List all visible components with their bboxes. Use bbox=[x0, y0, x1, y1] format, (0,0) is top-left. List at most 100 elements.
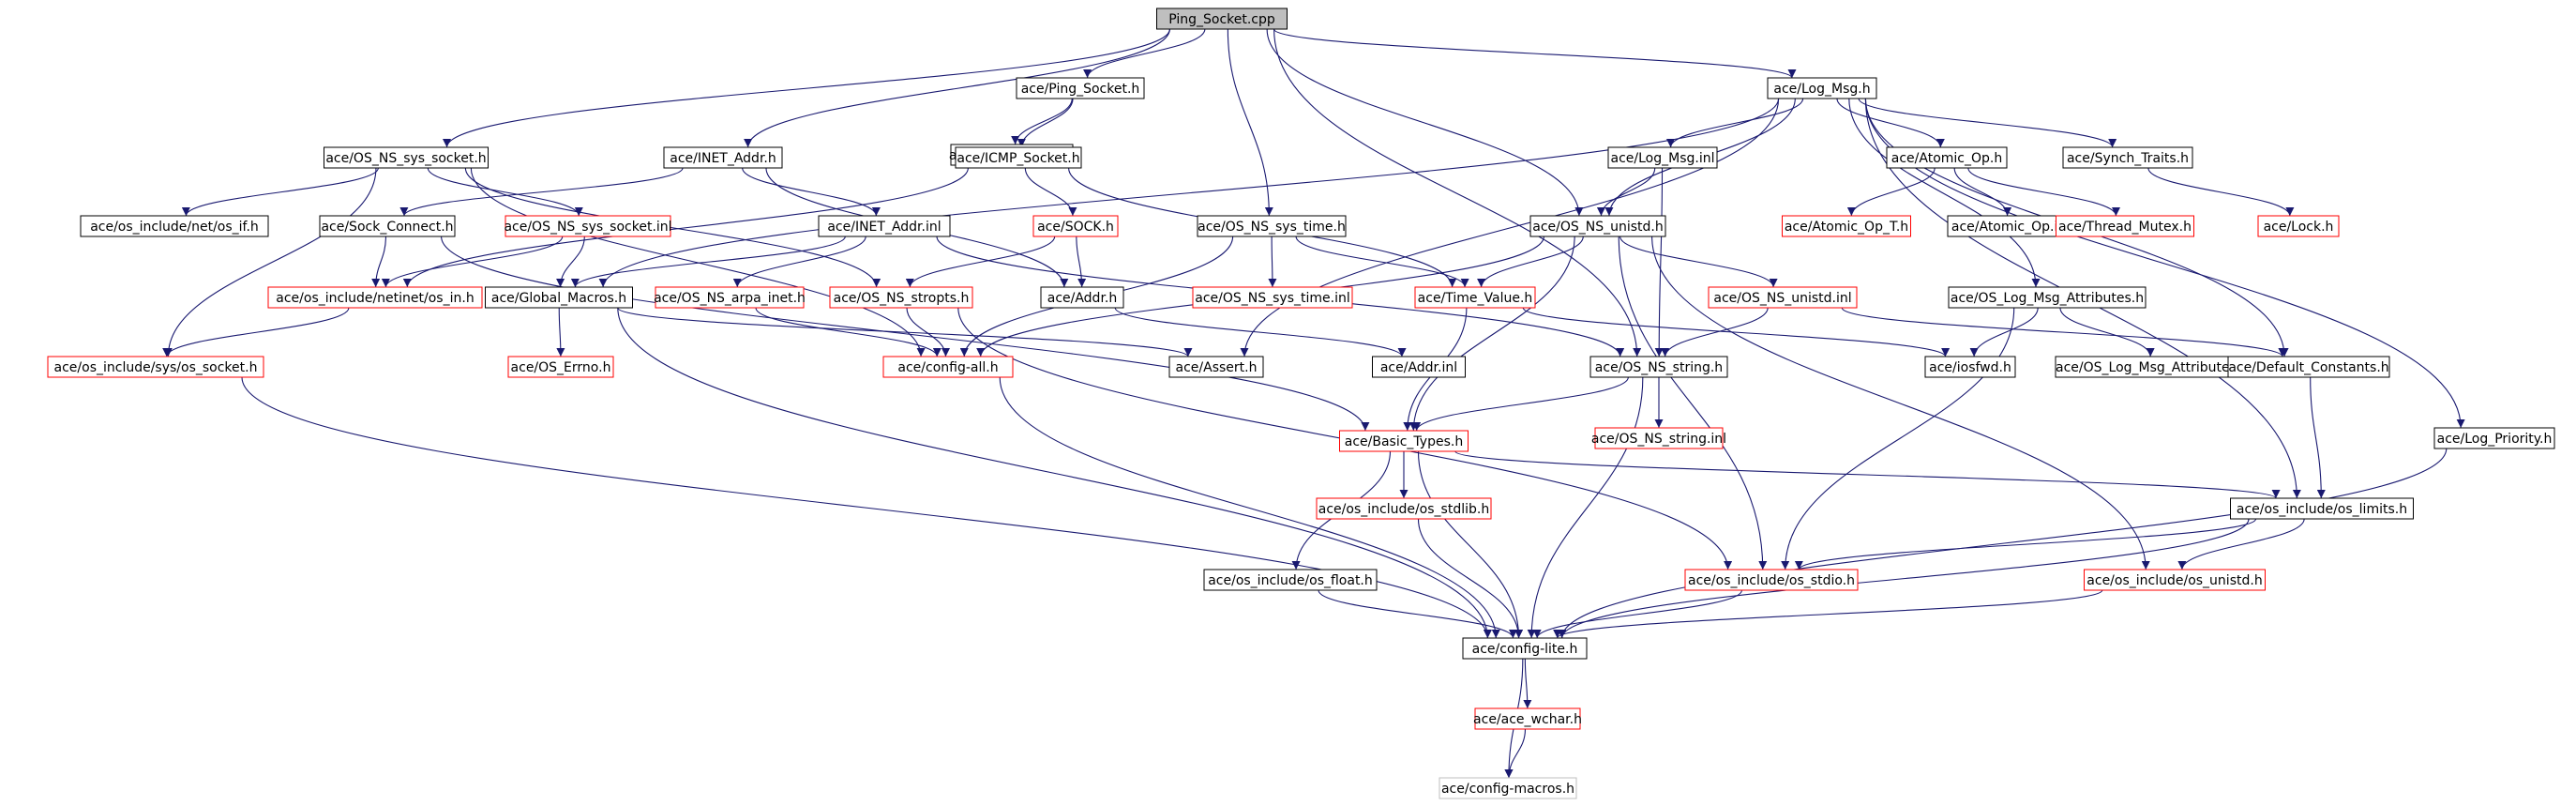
file-node[interactable]: ace/os_include/net/os_if.h bbox=[80, 215, 269, 237]
node-label[interactable]: ace/OS_NS_sys_time.h bbox=[1198, 220, 1346, 235]
node-label[interactable]: ace/Basic_Types.h bbox=[1345, 434, 1463, 449]
node-label[interactable]: ace/Addr.inl bbox=[1380, 360, 1457, 375]
node-box[interactable] bbox=[267, 286, 483, 309]
node-box[interactable] bbox=[1168, 356, 1264, 378]
node-box[interactable] bbox=[1767, 77, 1877, 99]
node-box[interactable] bbox=[955, 146, 1082, 169]
file-node[interactable]: ace/Log_Msg.h bbox=[1767, 77, 1877, 99]
node-box[interactable] bbox=[1589, 356, 1728, 378]
node-label[interactable]: ace/Log_Msg.inl bbox=[1611, 151, 1715, 166]
node-box[interactable] bbox=[2227, 356, 2390, 378]
file-node[interactable]: ace/os_include/netinet/os_in.h bbox=[267, 286, 483, 309]
file-node[interactable]: ace/ace_wchar.h bbox=[1473, 707, 1582, 730]
node-box[interactable] bbox=[2257, 215, 2340, 237]
file-node[interactable]: ace/Addr.h bbox=[1040, 286, 1124, 309]
node-label[interactable]: ace/os_include/net/os_if.h bbox=[90, 220, 259, 235]
file-node[interactable]: ace/OS_Log_Msg_Attributes.h bbox=[1948, 286, 2147, 309]
node-label[interactable]: ace/os_include/netinet/os_in.h bbox=[276, 291, 474, 306]
file-node[interactable]: ace/OS_NS_unistd.h bbox=[1529, 215, 1666, 237]
node-label[interactable]: ace/OS_NS_arpa_inet.h bbox=[654, 291, 806, 306]
node-label[interactable]: ace/OS_Log_Msg_Attributes.inl bbox=[2056, 360, 2256, 375]
node-label[interactable]: ace/INET_Addr.inl bbox=[827, 220, 941, 235]
node-label[interactable]: ace/os_include/os_limits.h bbox=[2237, 502, 2407, 517]
node-label[interactable]: ace/config-lite.h bbox=[1472, 642, 1578, 657]
file-node[interactable]: ace/OS_NS_sys_socket.inl bbox=[504, 215, 672, 237]
file-node[interactable]: ace/Atomic_Op_T.h bbox=[1782, 215, 1911, 237]
file-node[interactable]: ace/OS_NS_arpa_inet.h bbox=[654, 286, 806, 309]
node-box[interactable] bbox=[80, 215, 269, 237]
file-node[interactable]: ace/OS_NS_stropts.h bbox=[829, 286, 973, 309]
node-box[interactable] bbox=[1782, 215, 1911, 237]
node-box[interactable] bbox=[1414, 286, 1536, 309]
node-box[interactable] bbox=[1924, 356, 2016, 378]
node-box[interactable] bbox=[655, 286, 805, 309]
file-node[interactable]: ace/OS_NS_unistd.inl bbox=[1708, 286, 1858, 309]
node-label[interactable]: ace/OS_Log_Msg_Attributes.h bbox=[1951, 291, 2144, 306]
node-label[interactable]: ace/OS_NS_sys_socket.h bbox=[325, 151, 486, 166]
file-node[interactable]: ace/Sock_Connect.h bbox=[319, 215, 456, 237]
node-label[interactable]: ace/OS_NS_string.inl bbox=[1591, 432, 1726, 447]
node-box[interactable] bbox=[1594, 427, 1724, 449]
node-label[interactable]: ace/OS_NS_sys_time.inl bbox=[1195, 291, 1349, 306]
node-label[interactable]: ace/ICMP_Socket.h bbox=[957, 151, 1079, 166]
node-box[interactable] bbox=[507, 356, 614, 378]
file-node[interactable]: ace/Time_Value.h bbox=[1414, 286, 1536, 309]
node-box[interactable] bbox=[319, 215, 456, 237]
node-box[interactable] bbox=[1948, 286, 2147, 309]
node-box[interactable] bbox=[1192, 286, 1353, 309]
node-label[interactable]: ace/Atomic_Op.h bbox=[1891, 151, 2002, 166]
file-node[interactable]: ace/Ping_Socket.h bbox=[1016, 77, 1145, 99]
node-label[interactable]: ace/Lock.h bbox=[2264, 220, 2334, 235]
node-label[interactable]: ace/os_include/os_float.h bbox=[1208, 573, 1373, 588]
node-box[interactable] bbox=[485, 286, 633, 309]
file-node[interactable]: Ping_Socket.cpp bbox=[1156, 8, 1288, 30]
node-box[interactable] bbox=[1474, 707, 1581, 730]
node-box[interactable] bbox=[1203, 569, 1378, 591]
file-node[interactable]: ace/ICMP_Socket.h bbox=[955, 146, 1082, 169]
node-label[interactable]: ace/Thread_Mutex.h bbox=[2058, 220, 2192, 235]
node-label[interactable]: ace/Synch_Traits.h bbox=[2067, 151, 2189, 166]
node-label[interactable]: ace/iosfwd.h bbox=[1929, 360, 2011, 375]
node-label[interactable]: ace/Addr.h bbox=[1047, 291, 1118, 306]
file-node[interactable]: ace/Atomic_Op.inl bbox=[1947, 215, 2074, 237]
file-node[interactable]: ace/Basic_Types.h bbox=[1339, 430, 1469, 452]
file-node[interactable]: ace/Thread_Mutex.h bbox=[2056, 215, 2194, 237]
file-node[interactable]: ace/OS_NS_string.h bbox=[1589, 356, 1728, 378]
node-box[interactable] bbox=[1684, 569, 1859, 591]
node-box[interactable] bbox=[2056, 215, 2194, 237]
node-label[interactable]: ace/Global_Macros.h bbox=[491, 291, 626, 306]
node-box[interactable] bbox=[1032, 215, 1119, 237]
node-box[interactable] bbox=[829, 286, 973, 309]
node-label[interactable]: ace/OS_NS_stropts.h bbox=[834, 291, 970, 306]
node-label[interactable]: ace/os_include/os_stdio.h bbox=[1688, 573, 1855, 588]
node-box[interactable] bbox=[1607, 146, 1718, 169]
node-label[interactable]: ace/config-macros.h bbox=[1441, 782, 1574, 797]
file-node[interactable]: ace/Assert.h bbox=[1168, 356, 1264, 378]
node-label[interactable]: ace/Sock_Connect.h bbox=[321, 220, 453, 235]
node-label[interactable]: ace/Log_Priority.h bbox=[2437, 432, 2553, 447]
file-node[interactable]: ace/config-macros.h bbox=[1439, 777, 1577, 799]
node-label[interactable]: ace/config-all.h bbox=[897, 360, 998, 375]
node-box[interactable] bbox=[1462, 637, 1588, 660]
file-node[interactable]: ace/config-all.h bbox=[882, 356, 1014, 378]
file-node[interactable]: ace/os_include/os_stdlib.h bbox=[1316, 497, 1492, 520]
node-box[interactable] bbox=[1372, 356, 1466, 378]
file-node[interactable]: ace/OS_NS_sys_time.inl bbox=[1192, 286, 1353, 309]
file-node[interactable]: ace/Global_Macros.h bbox=[485, 286, 633, 309]
node-label[interactable]: ace/OS_NS_unistd.h bbox=[1532, 220, 1664, 235]
file-node[interactable]: ace/OS_Errno.h bbox=[507, 356, 614, 378]
node-box[interactable] bbox=[1197, 215, 1347, 237]
node-label[interactable]: ace/Assert.h bbox=[1176, 360, 1258, 375]
node-label[interactable]: ace/os_include/os_stdlib.h bbox=[1318, 502, 1489, 517]
node-box[interactable] bbox=[1040, 286, 1124, 309]
node-label[interactable]: ace/SOCK.h bbox=[1037, 220, 1114, 235]
node-label[interactable]: ace/Atomic_Op_T.h bbox=[1785, 220, 1908, 235]
node-box[interactable] bbox=[1439, 777, 1577, 799]
node-label[interactable]: ace/Time_Value.h bbox=[1418, 291, 1533, 306]
file-node[interactable]: ace/SOCK.h bbox=[1032, 215, 1119, 237]
node-box[interactable] bbox=[1316, 497, 1492, 520]
file-node[interactable]: ace/Default_Constants.h bbox=[2227, 356, 2390, 378]
node-box[interactable] bbox=[2433, 427, 2555, 449]
node-box[interactable] bbox=[1156, 8, 1288, 30]
file-node[interactable]: ace/OS_Log_Msg_Attributes.inl bbox=[2055, 356, 2257, 378]
